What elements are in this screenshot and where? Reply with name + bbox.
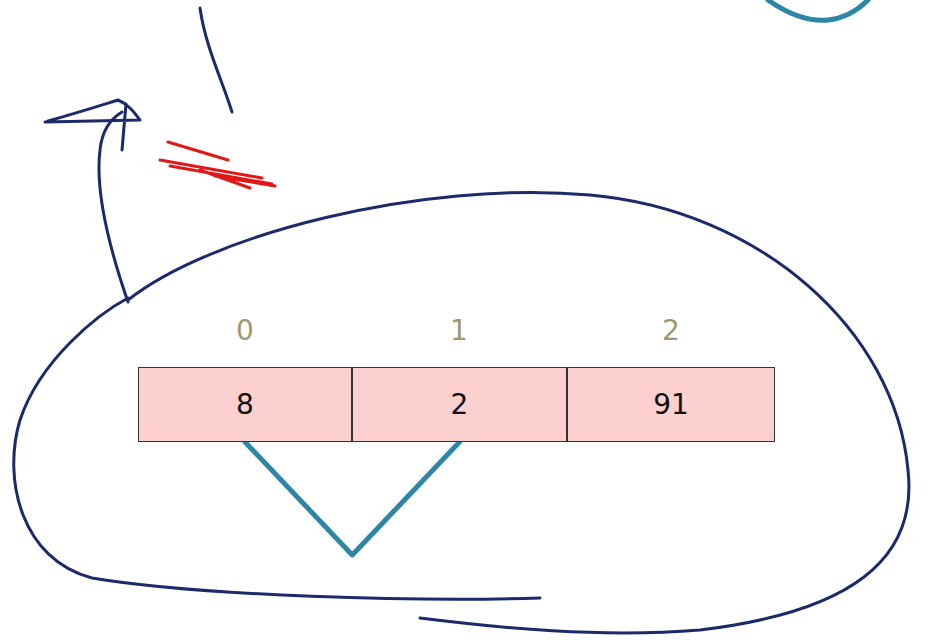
enclosing-loop-lower <box>14 298 540 599</box>
cell-value: 91 <box>653 388 689 421</box>
array-cell: 2 <box>352 367 567 442</box>
enclosing-loop <box>128 193 909 633</box>
cell-value: 2 <box>451 388 469 421</box>
index-number: 0 <box>236 314 254 347</box>
array-cell: 8 <box>138 367 352 442</box>
cell-value: 8 <box>236 388 254 421</box>
teal-curve <box>768 0 868 20</box>
index-number: 2 <box>662 314 680 347</box>
pen-stroke <box>200 8 232 112</box>
index-number: 1 <box>450 314 468 347</box>
red-scribble <box>160 142 275 188</box>
array-cell: 91 <box>567 367 775 442</box>
pen-stroke <box>45 100 140 150</box>
swap-curve <box>245 442 460 555</box>
